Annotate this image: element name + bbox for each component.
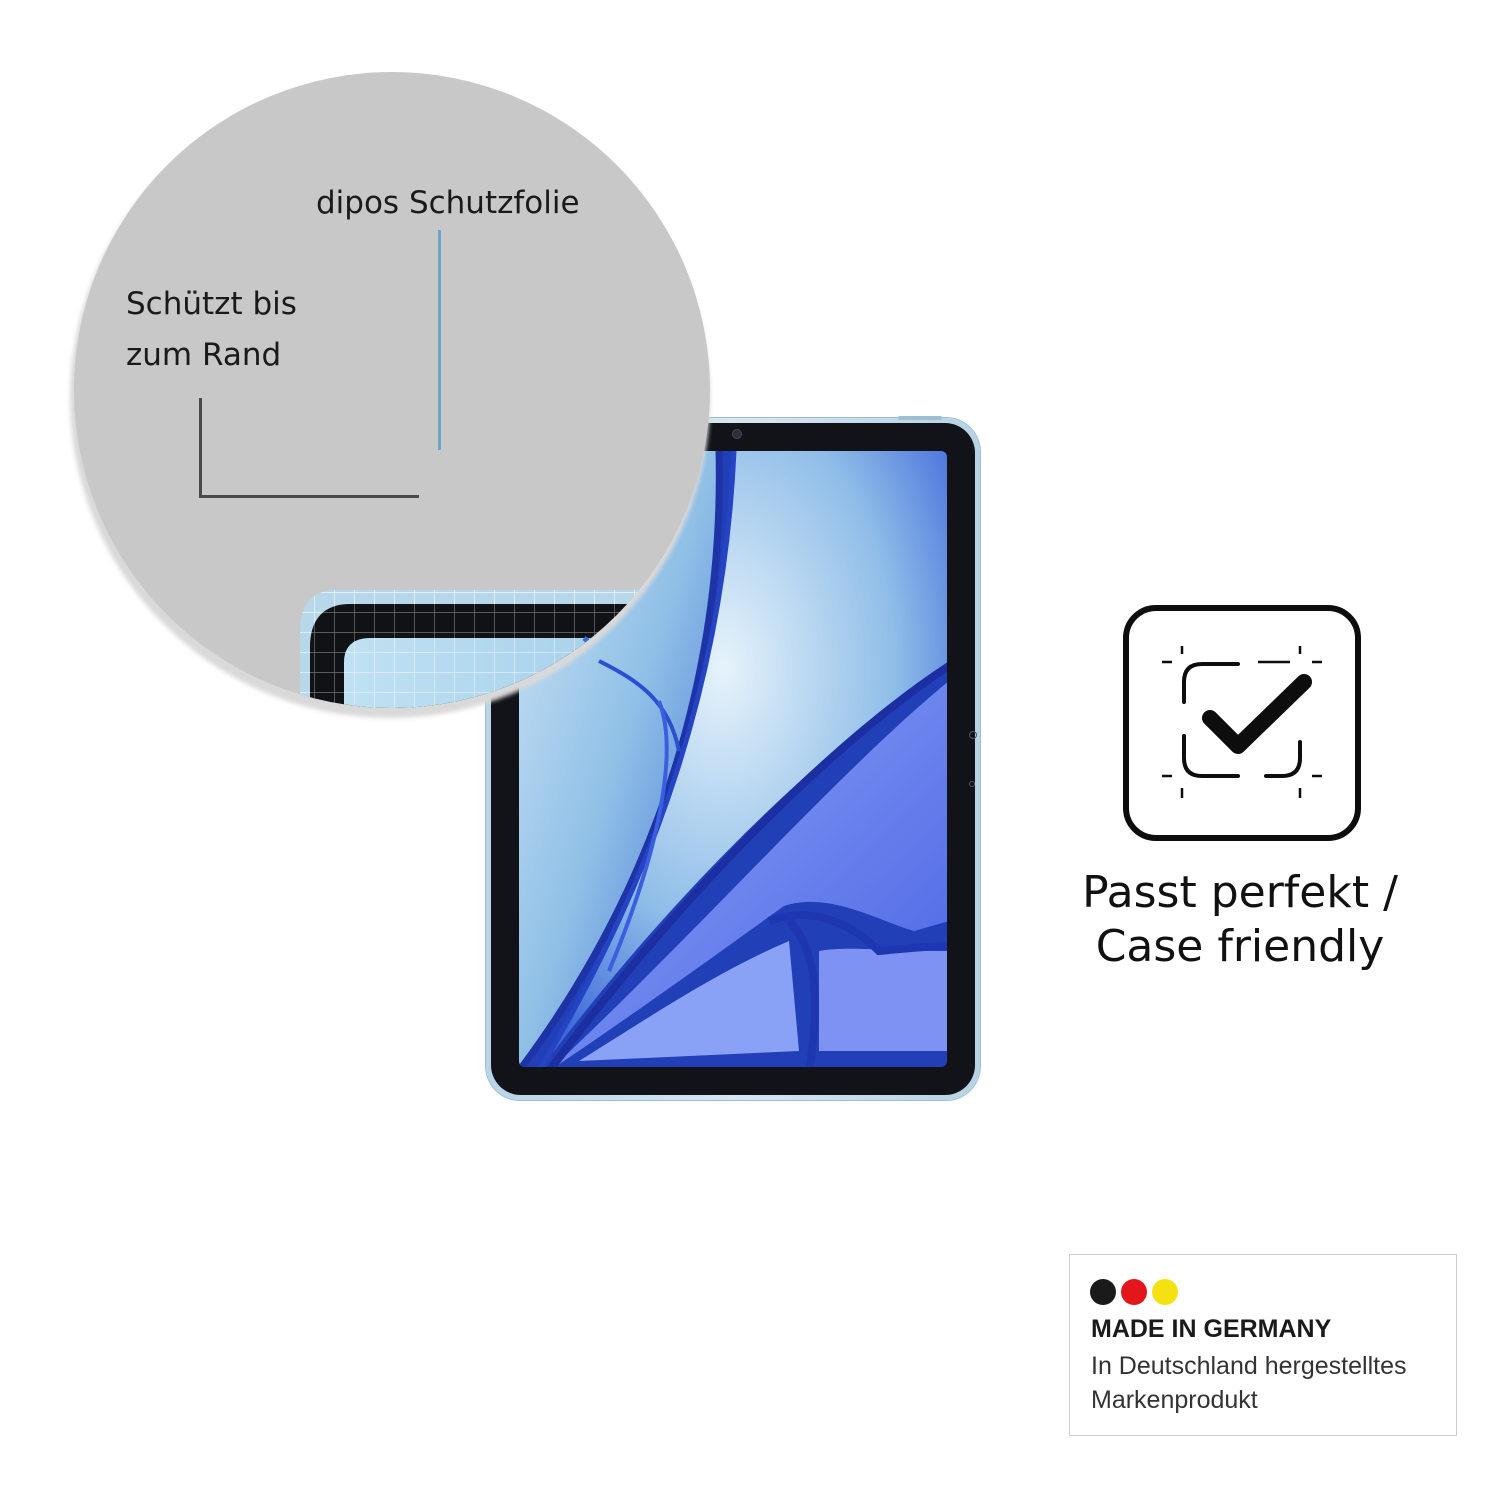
- fit-label-line2: Case friendly: [1095, 921, 1385, 972]
- badge-line1: In Deutschland hergestelltes: [1091, 1352, 1407, 1380]
- sensor-dot-small: [969, 781, 975, 787]
- fit-label: Passt perfekt / Case friendly: [1070, 866, 1410, 974]
- zoom-callout: dipos Schutzfolie Schützt bis zum Rand: [74, 72, 710, 708]
- check-frame-icon: [1123, 605, 1361, 841]
- edge-label-line2: zum Rand: [126, 337, 282, 373]
- badge-line2: Markenprodukt: [1091, 1386, 1258, 1414]
- edge-pointer-vertical: [199, 398, 202, 498]
- sensor-dot: [969, 731, 977, 739]
- badge-subtitle: In Deutschland hergestelltes Markenprodu…: [1091, 1349, 1406, 1417]
- badge-title: MADE IN GERMANY: [1091, 1315, 1332, 1343]
- top-button: [898, 416, 942, 420]
- film-label: dipos Schutzfolie: [316, 185, 580, 221]
- edge-label-line1: Schützt bis: [126, 286, 297, 322]
- made-in-germany-badge: MADE IN GERMANY In Deutschland hergestel…: [1069, 1254, 1457, 1436]
- edge-pointer-horizontal: [199, 495, 419, 498]
- flag-dot-red: [1121, 1279, 1147, 1305]
- flag-dot-gold: [1152, 1279, 1178, 1305]
- fit-label-line1: Passt perfekt /: [1082, 867, 1398, 918]
- flag-dot-black: [1090, 1279, 1116, 1305]
- magnified-corner: [300, 590, 710, 708]
- front-camera: [733, 430, 741, 438]
- film-pointer-line: [438, 230, 441, 450]
